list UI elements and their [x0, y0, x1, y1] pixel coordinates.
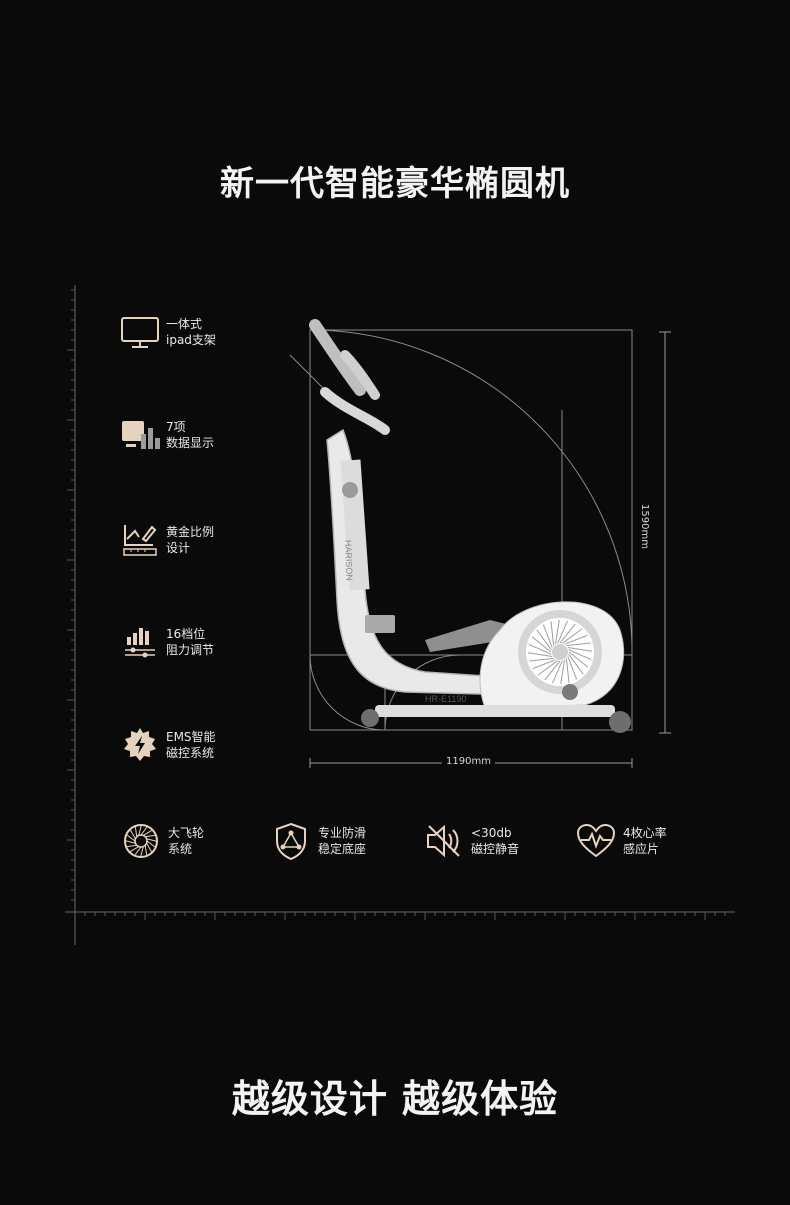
feature-line2: 数据显示	[166, 436, 215, 450]
feature-line1: <30db	[471, 826, 512, 840]
heart-rate-icon	[575, 820, 617, 862]
feature-line2: 稳定底座	[318, 842, 367, 856]
mute-speaker-icon	[423, 820, 465, 862]
feature-golden-ratio: 黄金比例设计	[118, 520, 214, 560]
resistance-levels-icon	[118, 622, 162, 662]
feature-silent: <30db 磁控静音	[423, 820, 519, 862]
footer-slogan: 越级设计 越级体验	[231, 1077, 559, 1121]
feature-ems: EMS智能磁控系统	[118, 725, 216, 765]
anti-slip-base-icon	[270, 820, 312, 862]
width-dimension: 1190mm	[442, 756, 495, 767]
golden-ratio-icon	[118, 520, 162, 560]
monitor-icon	[118, 312, 162, 352]
feature-heart-rate: 4枚心率感应片	[575, 820, 667, 862]
elliptical-machine-image: HR-E1190 HARISON	[289, 319, 671, 768]
machine-model-label: HR-E1190	[425, 694, 466, 704]
feature-anti-slip: 专业防滑稳定底座	[270, 820, 366, 862]
handlebar	[309, 319, 390, 435]
feature-line2: 设计	[166, 541, 191, 555]
feature-line2: 阻力调节	[166, 643, 215, 657]
feature-line1: 16档位	[166, 627, 206, 641]
feature-line1: 一体式	[166, 317, 203, 331]
feature-ipad-stand: 一体式 ipad支架	[118, 312, 216, 352]
magnetic-gear-icon	[118, 725, 162, 765]
feature-line1: EMS智能	[166, 730, 216, 744]
flywheel-icon	[120, 820, 162, 862]
data-display-icon	[118, 415, 162, 455]
feature-line1: 7项	[166, 420, 186, 434]
feature-data-display: 7项数据显示	[118, 415, 214, 455]
flywheel-housing	[479, 601, 625, 709]
height-dimension: 1590mm	[639, 500, 650, 568]
feature-line2: 感应片	[623, 842, 660, 856]
feature-line2: 磁控静音	[471, 842, 520, 856]
feature-line1: 4枚心率	[623, 826, 667, 840]
machine-brand-label: HARISON	[343, 540, 354, 581]
feature-line2: ipad支架	[166, 333, 216, 347]
feature-line1: 黄金比例	[166, 525, 215, 539]
feature-line2: 系统	[168, 842, 193, 856]
feature-line1: 专业防滑	[318, 826, 367, 840]
feature-flywheel: 大飞轮系统	[120, 820, 204, 862]
feature-line1: 大飞轮	[168, 826, 205, 840]
feature-resistance: 16档位阻力调节	[118, 622, 214, 662]
feature-line2: 磁控系统	[166, 746, 215, 760]
page-title: 新一代智能豪华椭圆机	[220, 164, 570, 204]
